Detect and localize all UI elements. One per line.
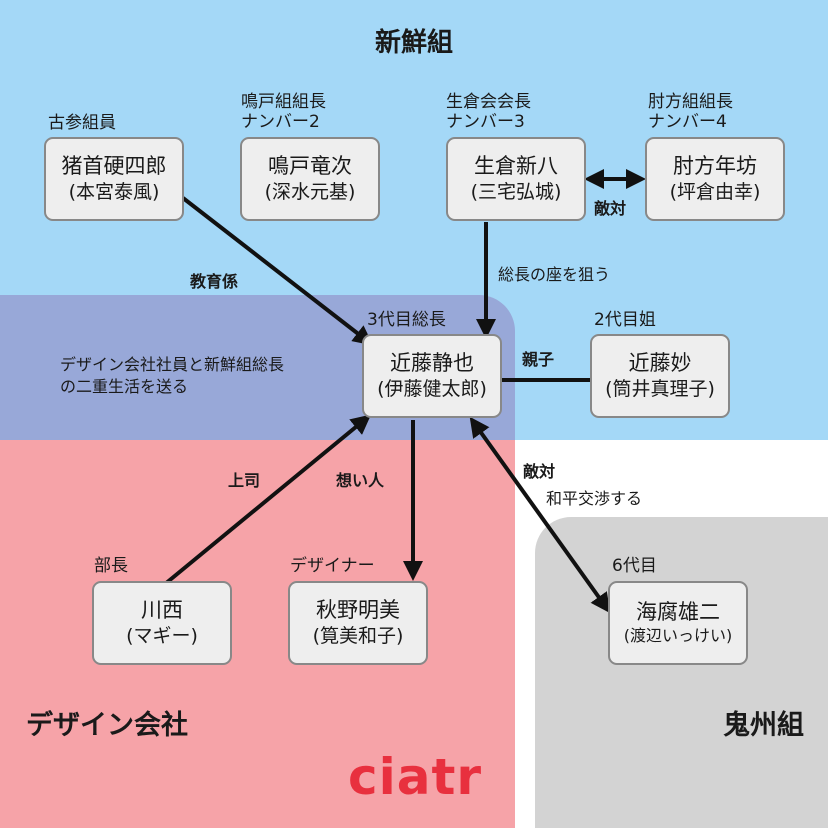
ciatr-logo: ciatr <box>348 748 483 806</box>
node-kaifu: 海腐雄二 (渡辺いっけい) <box>608 581 748 665</box>
node-name: 秋野明美 <box>316 598 400 622</box>
node-actor: (本宮泰風) <box>68 181 160 204</box>
node-kawanishi: 川西 (マギー) <box>92 581 232 665</box>
role-akino: デザイナー <box>290 556 375 576</box>
node-name: 川西 <box>141 598 183 622</box>
edge-label-seat: 総長の座を狙う <box>498 265 611 284</box>
edge-label-rival-bottom: 敵対 <box>523 462 556 481</box>
node-inokubi: 猪首硬四郎 (本宮泰風) <box>44 137 184 221</box>
node-actor: (マギー) <box>126 625 198 648</box>
node-name: 肘方年坊 <box>673 154 757 178</box>
edge-boss <box>163 414 372 586</box>
role-inokubi: 古参組員 <box>48 113 116 133</box>
node-actor: (三宅弘城) <box>470 181 562 204</box>
node-ikura: 生倉新八 (三宅弘城) <box>446 137 586 221</box>
role-kaifu: 6代目 <box>612 556 657 576</box>
node-name: 海腐雄二 <box>636 599 720 624</box>
node-actor: (渡辺いっけい) <box>623 626 733 646</box>
role-naruto: 鳴戸組組長 ナンバー2 <box>241 92 326 133</box>
edge-label-boss: 上司 <box>228 471 261 490</box>
node-name: 近藤静也 <box>390 351 474 375</box>
edge-label-parent-child: 親子 <box>522 350 555 369</box>
edge-label-rival-top: 敵対 <box>594 199 627 218</box>
role-hijikata: 肘方組組長 ナンバー4 <box>648 92 733 133</box>
edge-rival-bottom <box>469 416 611 614</box>
node-actor: (筧美和子) <box>312 625 404 648</box>
node-actor: (坪倉由幸) <box>669 181 761 204</box>
node-actor: (伊藤健太郎) <box>377 378 487 401</box>
node-naruto: 鳴戸竜次 (深水元基) <box>240 137 380 221</box>
node-actor: (深水元基) <box>264 181 356 204</box>
node-name: 近藤妙 <box>628 351 692 375</box>
role-kondo-tae: 2代目姐 <box>594 310 656 330</box>
node-kondo-tae: 近藤妙 (筒井真理子) <box>590 334 730 418</box>
node-kondo-shizuya: 近藤静也 (伊藤健太郎) <box>362 334 502 418</box>
edge-label-crush: 想い人 <box>336 471 385 490</box>
design-company-title: デザイン会社 <box>26 710 188 741</box>
role-kondo-shizuya: 3代目総長 <box>367 310 446 330</box>
shinsengumi-title: 新鮮組 <box>374 28 453 58</box>
node-name: 鳴戸竜次 <box>268 154 352 178</box>
role-ikura: 生倉会会長 ナンバー3 <box>446 92 531 133</box>
edge-label-education: 教育係 <box>190 272 239 291</box>
node-hijikata: 肘方年坊 (坪倉由幸) <box>645 137 785 221</box>
onishu-title: 鬼州組 <box>723 710 804 741</box>
design-company-region <box>0 440 515 828</box>
double-life-note: デザイン会社社員と新鮮組総長 の二重生活を送る <box>60 355 285 396</box>
edge-label-peace: 和平交渉する <box>546 489 643 508</box>
node-actor: (筒井真理子) <box>605 378 715 401</box>
node-akino: 秋野明美 (筧美和子) <box>288 581 428 665</box>
node-name: 猪首硬四郎 <box>61 154 167 178</box>
role-kawanishi: 部長 <box>94 556 128 576</box>
node-name: 生倉新八 <box>474 154 558 178</box>
edge-education <box>181 196 374 346</box>
